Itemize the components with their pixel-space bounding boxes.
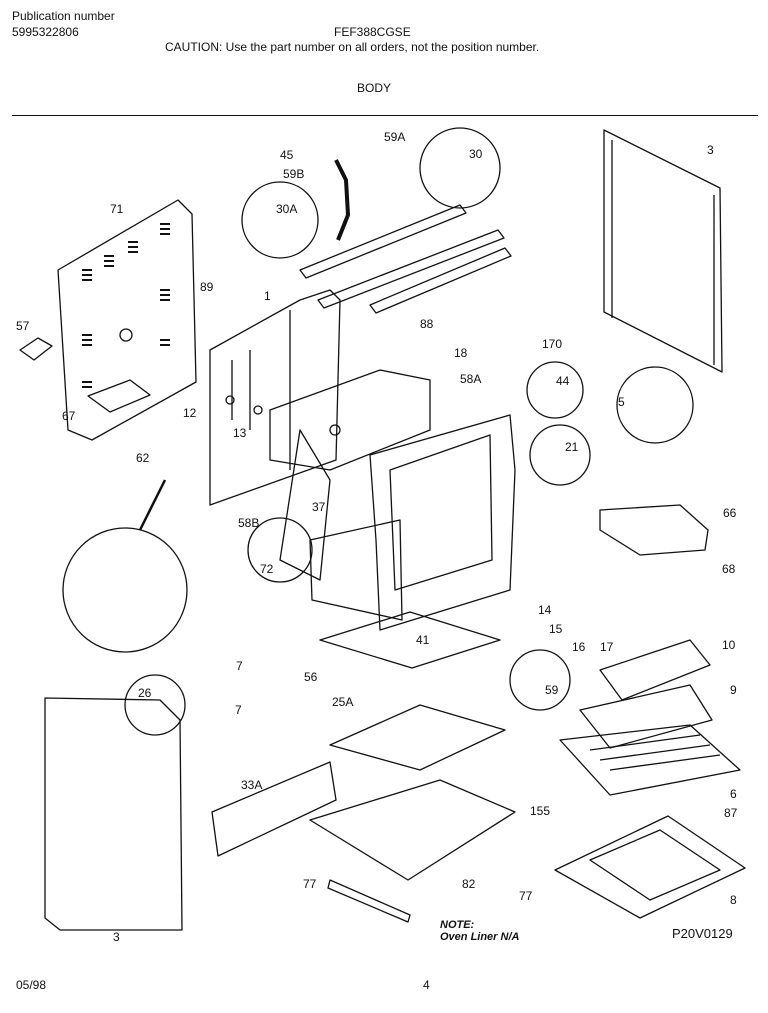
callout: 8 (730, 893, 737, 907)
callout: 155 (530, 804, 550, 818)
side-panel-right (603, 129, 723, 373)
publication-number: 5995322806 (12, 25, 79, 39)
side-frame (209, 289, 341, 506)
callout: 88 (420, 317, 434, 331)
oven-cavity (269, 369, 516, 631)
note-title: NOTE: (440, 919, 475, 931)
callout: 30 (469, 147, 483, 161)
callout: 13 (233, 426, 247, 440)
broil-element (599, 504, 709, 556)
callout: 67 (62, 409, 76, 423)
callout: 89 (200, 280, 214, 294)
note-text: Oven Liner N/A (440, 931, 520, 943)
callout: 26 (138, 686, 152, 700)
callout: 68 (722, 562, 736, 576)
callout: 7 (236, 659, 243, 673)
callout: 1 (264, 289, 271, 303)
publication-label: Publication number (12, 9, 115, 23)
section-title: BODY (357, 81, 392, 95)
oven-racks (559, 639, 741, 796)
callout: 25A (332, 695, 353, 709)
callout: 7 (235, 703, 242, 717)
callout: 14 (538, 603, 552, 617)
bake-element (554, 815, 746, 919)
callout: 3 (113, 930, 120, 944)
callout-labels: 71 57 67 89 1 45 59A 59B 30A 30 3 88 18 … (16, 130, 738, 944)
vent-tube (334, 159, 350, 241)
callout: 30A (276, 202, 297, 216)
callout: 6 (730, 787, 737, 801)
callout: 58A (460, 372, 481, 386)
diagram-reference: P20V0129 (672, 926, 733, 941)
callout: 59A (384, 130, 405, 144)
callout: 45 (280, 148, 294, 162)
callout: 15 (549, 622, 563, 636)
callout: 56 (304, 670, 318, 684)
callout: 59B (283, 167, 304, 181)
callout: 57 (16, 319, 30, 333)
detail-circles (62, 127, 694, 736)
page-number: 4 (423, 978, 430, 992)
callout: 41 (416, 633, 430, 647)
callout: 66 (723, 506, 737, 520)
callout: 59 (545, 683, 559, 697)
callout: 12 (183, 406, 197, 420)
callout: 21 (565, 440, 579, 454)
callout: 18 (454, 346, 468, 360)
model-number: FEF388CGSE (334, 25, 411, 39)
side-panel-left (44, 697, 183, 931)
callout: 5 (618, 395, 625, 409)
callout: 10 (722, 638, 736, 652)
callout: 77 (303, 877, 317, 891)
callout: 82 (462, 877, 476, 891)
callout: 87 (724, 806, 738, 820)
callout: 71 (110, 202, 124, 216)
caution-text: CAUTION: Use the part number on all orde… (165, 40, 540, 54)
callout: 3 (707, 143, 714, 157)
callout: 62 (136, 451, 150, 465)
storage-drawer (211, 611, 516, 923)
rear-panel (57, 199, 197, 441)
header-rule (12, 115, 758, 116)
callout: 72 (260, 562, 274, 576)
callout: 17 (600, 640, 614, 654)
callout: 44 (556, 374, 570, 388)
footer-date: 05/98 (16, 978, 47, 992)
callout: 58B (238, 516, 259, 530)
cover-plate (19, 337, 53, 361)
callout: 37 (312, 500, 326, 514)
callout: 16 (572, 640, 586, 654)
callout: 9 (730, 683, 737, 697)
callout: 77 (519, 889, 533, 903)
callout: 170 (542, 337, 562, 351)
top-trim-rails (299, 204, 512, 314)
callout: 33A (241, 778, 262, 792)
